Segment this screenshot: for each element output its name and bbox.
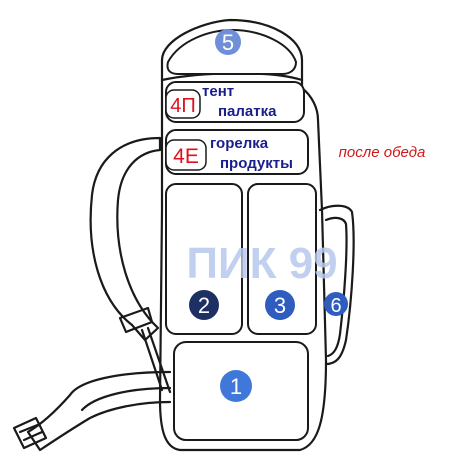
hip-belt-inner xyxy=(80,386,172,412)
pocket-4e-code: 4Е xyxy=(173,145,199,168)
pocket-2-circle xyxy=(189,290,219,320)
belt-buckle xyxy=(12,416,48,450)
pocket-2-outline xyxy=(165,183,243,335)
watermark-text: ПИК 99 xyxy=(186,239,337,288)
pocket-2-number: 2 xyxy=(198,293,210,318)
pocket-4p-code-box xyxy=(165,89,201,119)
hip-belt xyxy=(26,370,172,452)
pocket-4p-code: 4П xyxy=(170,95,196,117)
strap-cord xyxy=(140,326,172,394)
pocket-3-outline xyxy=(247,183,317,335)
pocket-6-circle xyxy=(324,292,348,316)
side-pocket-6 xyxy=(318,204,355,366)
pocket-5-number: 5 xyxy=(222,30,234,55)
pocket-1-circle xyxy=(220,370,252,402)
note-after-lunch: после обеда xyxy=(339,144,426,161)
pocket-1-number: 1 xyxy=(230,374,242,399)
strap-buckle xyxy=(118,306,154,334)
pocket-5-circle xyxy=(215,29,241,55)
pocket-4p-line-2: палатка xyxy=(218,103,277,120)
pocket-3-circle xyxy=(265,290,295,320)
pocket-6-number: 6 xyxy=(330,295,341,317)
pocket-4e-line-2: продукты xyxy=(220,155,293,172)
pocket-4e-line-1: горелка xyxy=(210,135,269,152)
pocket-3-number: 3 xyxy=(274,293,286,318)
pocket-4p-line-1: тент xyxy=(202,83,234,100)
pocket-4e-code-box xyxy=(165,139,207,171)
shoulder-strap xyxy=(89,136,162,342)
backpack-body xyxy=(158,18,328,452)
